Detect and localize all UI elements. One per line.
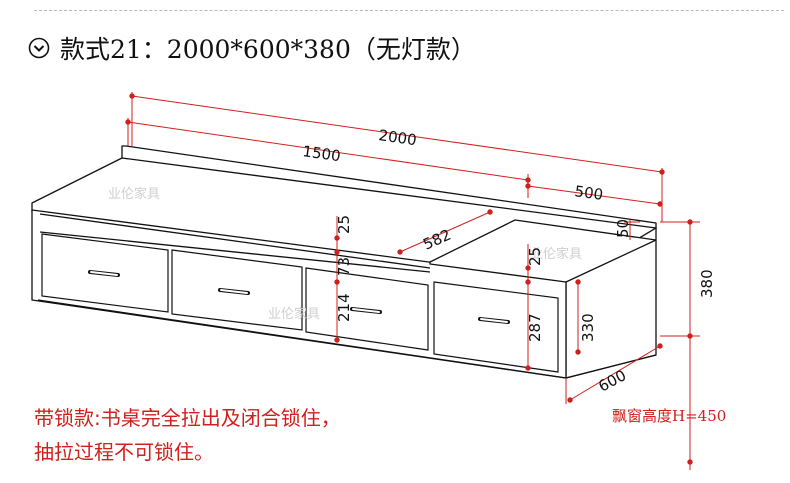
dim-right-gap: 25 [526,247,544,266]
dimension-lines [125,92,700,470]
cabinet-top [429,219,657,283]
watermark-3: 业伦家具 [268,306,320,322]
lock-note-line-2: 抽拉过程不可锁住。 [34,440,214,464]
dim-gap-top: 25 [335,215,353,234]
drawer-4 [433,281,559,373]
lock-note-line-1: 带锁款:书桌完全拉出及闭合锁住， [34,406,341,430]
dim-cabinet-length: 500 [573,182,604,204]
dim-desk-length: 1500 [301,142,341,165]
dim-lower-drawer: 214 [335,293,353,322]
dim-right-drawer: 287 [526,313,544,342]
watermark-1: 业伦家具 [108,186,160,202]
watermark-2: 业伦家具 [530,246,582,262]
dim-top-thickness: 50 [614,219,632,238]
chevron-down-circle-icon [28,37,50,59]
dim-total-depth: 600 [595,366,629,395]
dim-total-length: 2000 [377,126,417,149]
dim-drawer-band: 73 [335,257,353,276]
bay-window-height-note: 飘窗高度H=450 [612,407,727,425]
dim-right-inner-height: 330 [579,313,597,342]
product-title: 款式21：2000*600*380（无灯款） [28,30,476,66]
dim-total-height: 380 [698,269,716,298]
top-dashed-divider [34,10,784,11]
product-title-text: 款式21：2000*600*380（无灯款） [60,35,476,64]
slot-line [39,213,431,269]
